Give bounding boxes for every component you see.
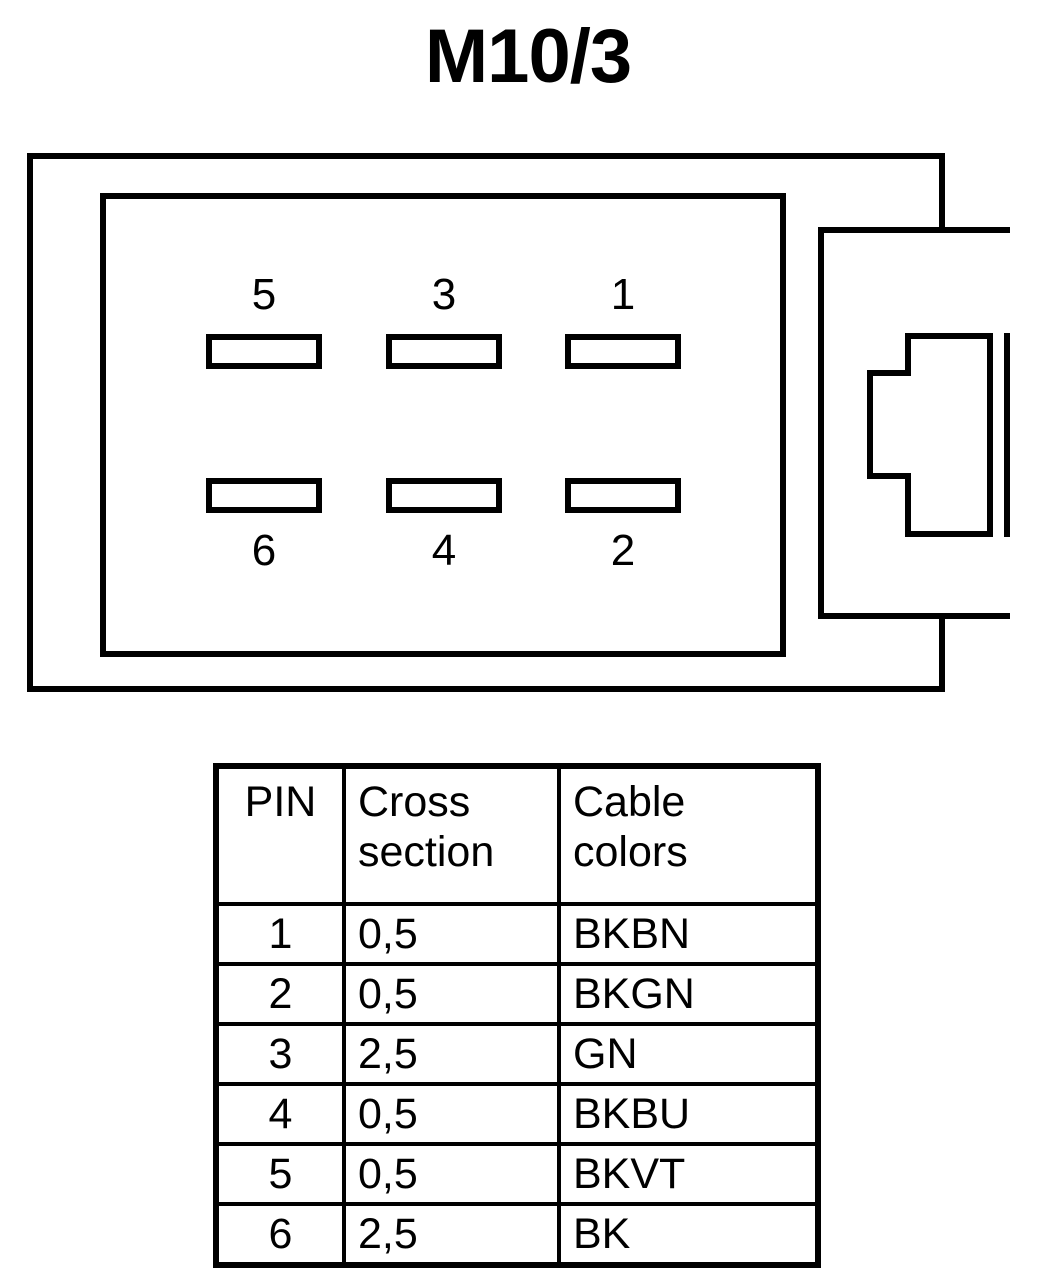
pin-slot-5[interactable] xyxy=(206,334,322,369)
cell-cross-section: 2,5 xyxy=(342,1022,561,1086)
cell-cable-color: BK xyxy=(557,1202,820,1267)
cell-cross-section: 0,5 xyxy=(342,902,561,966)
housing-inner-wall xyxy=(100,193,786,657)
table-body: 1 0,5 BKBN 2 0,5 BKGN 3 2,5 GN 4 0,5 BKB… xyxy=(214,902,820,1267)
table-row: 6 2,5 BK xyxy=(214,1202,820,1267)
table-row: 4 0,5 BKBU xyxy=(214,1082,820,1146)
cell-pin: 1 xyxy=(214,902,346,966)
cell-cross-section: 0,5 xyxy=(342,1142,561,1206)
cell-cross-section: 2,5 xyxy=(342,1202,561,1267)
pin-label-2: 2 xyxy=(610,526,636,575)
latch-locking-tab xyxy=(905,333,993,537)
connector-housing-diagram: 5 3 1 6 4 2 xyxy=(27,153,1013,692)
cell-cable-color: GN xyxy=(557,1022,820,1086)
cell-cross-section: 0,5 xyxy=(342,1082,561,1146)
cell-pin: 3 xyxy=(214,1022,346,1086)
column-header-cross-section-line1: Cross xyxy=(358,778,471,826)
pin-slot-4[interactable] xyxy=(386,478,502,513)
pin-slot-3[interactable] xyxy=(386,334,502,369)
pin-label-1: 1 xyxy=(610,270,636,319)
cell-pin: 6 xyxy=(214,1202,346,1267)
table-row: 3 2,5 GN xyxy=(214,1022,820,1086)
cell-cross-section: 0,5 xyxy=(342,962,561,1026)
pin-label-4: 4 xyxy=(431,526,457,575)
cell-pin: 5 xyxy=(214,1142,346,1206)
pin-assignment-table: PIN Cross section Cable colors 1 0,5 BKB… xyxy=(213,763,821,1268)
column-header-cable-colors: Cable colors xyxy=(557,764,820,906)
pin-label-5: 5 xyxy=(251,270,277,319)
latch-notch-top xyxy=(993,233,1013,333)
pin-label-3: 3 xyxy=(431,270,457,319)
cell-pin: 4 xyxy=(214,1082,346,1146)
cell-pin: 2 xyxy=(214,962,346,1026)
housing-stub-top xyxy=(818,153,945,233)
column-header-cable-colors-line1: Cable xyxy=(573,778,686,826)
column-header-pin: PIN xyxy=(214,764,346,906)
column-header-cross-section-line2: section xyxy=(358,828,495,876)
housing-stub-bottom xyxy=(818,613,945,692)
latch-notch-bottom xyxy=(993,537,1013,613)
table-row: 5 0,5 BKVT xyxy=(214,1142,820,1206)
table-header: PIN Cross section Cable colors xyxy=(214,764,820,906)
table-row: 2 0,5 BKGN xyxy=(214,962,820,1026)
latch-rail xyxy=(818,227,1010,619)
pin-slot-2[interactable] xyxy=(565,478,681,513)
table-row: 1 0,5 BKBN xyxy=(214,902,820,966)
cell-cable-color: BKBN xyxy=(557,902,820,966)
column-header-cross-section: Cross section xyxy=(342,764,561,906)
latch-detent-join xyxy=(901,376,911,473)
pin-label-6: 6 xyxy=(251,526,277,575)
pin-slot-1[interactable] xyxy=(565,334,681,369)
column-header-cable-colors-line2: colors xyxy=(573,828,688,876)
cell-cable-color: BKVT xyxy=(557,1142,820,1206)
cell-cable-color: BKBU xyxy=(557,1082,820,1146)
pin-slot-6[interactable] xyxy=(206,478,322,513)
page-title: M10/3 xyxy=(424,14,632,99)
table-header-row: PIN Cross section Cable colors xyxy=(214,764,820,906)
cell-cable-color: BKGN xyxy=(557,962,820,1026)
